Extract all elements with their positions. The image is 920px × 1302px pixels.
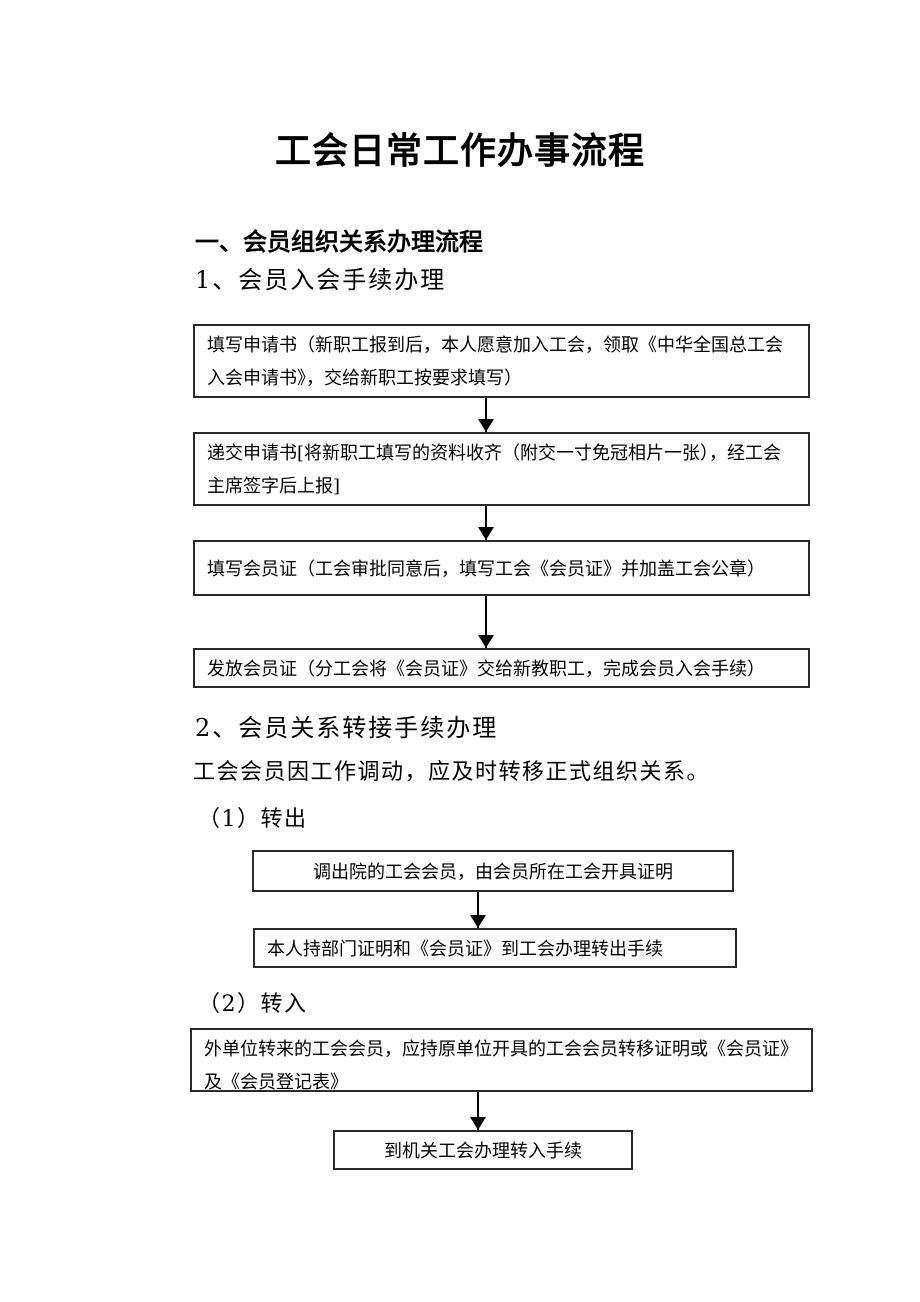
flow-step-box-fill-application: 填写申请书（新职工报到后，本人愿意加入工会，领取《中华全国总工会入会申请书》，交… bbox=[193, 324, 810, 398]
down-arrow-icon bbox=[478, 398, 494, 432]
section1-subheading: 1、会员入会手续办理 bbox=[195, 266, 447, 294]
down-arrow-icon bbox=[478, 506, 494, 540]
flow-step-box-transfer-out-proof: 调出院的工会会员，由会员所在工会开具证明 bbox=[252, 850, 734, 892]
down-arrow-icon bbox=[478, 596, 494, 648]
section2-subheading: 2、会员关系转接手续办理 bbox=[195, 714, 499, 742]
flow-step-box-submit-application: 递交申请书[将新职工填写的资料收齐（附交一寸免冠相片一张），经工会主席签字后上报… bbox=[193, 432, 810, 506]
flow-step-box-transfer-in-proof: 外单位转来的工会会员，应持原单位开具的工会会员转移证明或《会员证》及《会员登记表… bbox=[190, 1028, 813, 1093]
page-title: 工会日常工作办事流程 bbox=[274, 130, 645, 171]
transfer-out-label: （1）转出 bbox=[198, 807, 308, 832]
section1-heading: 一、会员组织关系办理流程 bbox=[195, 229, 483, 256]
down-arrow-icon bbox=[470, 1092, 486, 1130]
flow-step-box-transfer-out-procedure: 本人持部门证明和《会员证》到工会办理转出手续 bbox=[253, 928, 737, 968]
flow-step-box-issue-membership-card: 发放会员证（分工会将《会员证》交给新教职工，完成会员入会手续） bbox=[193, 648, 810, 688]
section2-intro: 工会会员因工作调动，应及时转移正式组织关系。 bbox=[193, 760, 711, 785]
flow-step-box-transfer-in-procedure: 到机关工会办理转入手续 bbox=[333, 1130, 633, 1170]
down-arrow-icon bbox=[470, 892, 486, 928]
transfer-in-label: （2）转入 bbox=[198, 992, 308, 1017]
flow-step-box-fill-membership-card: 填写会员证（工会审批同意后，填写工会《会员证》并加盖工会公章） bbox=[193, 540, 810, 596]
